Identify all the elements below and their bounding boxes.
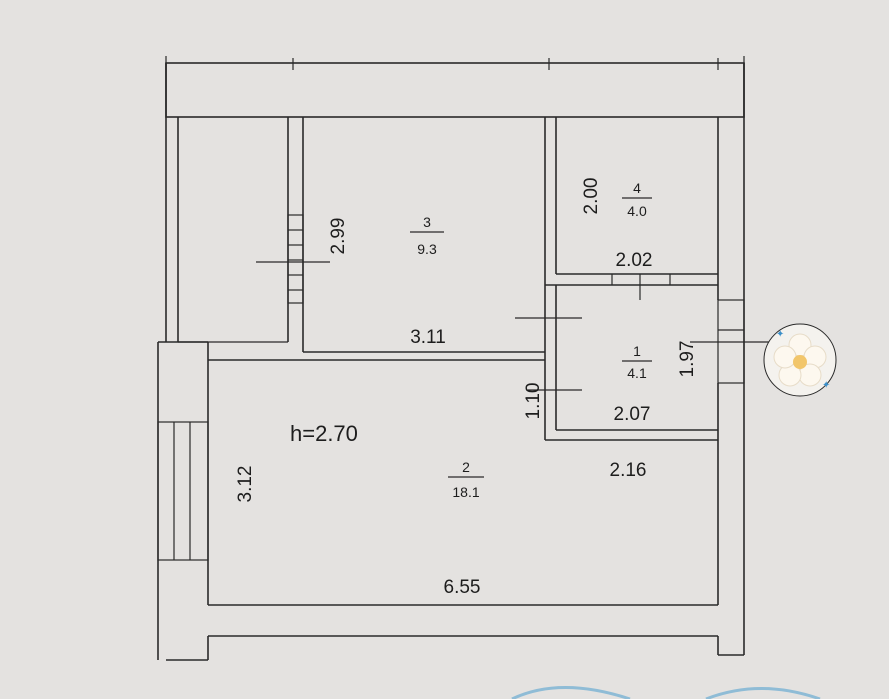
room-2-right-dim: 2.16 <box>610 460 647 481</box>
room-3-area: 9.3 <box>417 241 437 257</box>
blue-swirl-icon <box>511 686 821 699</box>
room-1-label: 1 4.1 <box>622 343 652 381</box>
room-2-number: 2 <box>462 459 470 475</box>
room-2-label: 2 18.1 <box>448 459 484 500</box>
room-2-height-dim: 3.12 <box>235 466 256 503</box>
svg-text:✦: ✦ <box>776 329 784 340</box>
outer-walls <box>157 56 745 661</box>
balcony-partition <box>178 117 330 352</box>
interior-walls <box>208 117 770 441</box>
flower-sticker-icon: ✦ ✦ <box>763 323 837 397</box>
room-3-height-dim: 2.99 <box>328 218 349 255</box>
room-2-area: 18.1 <box>452 484 479 500</box>
door-width-dim: 1.10 <box>523 383 544 420</box>
room-3-number: 3 <box>423 214 431 230</box>
room-3-width-dim: 3.11 <box>410 327 446 348</box>
room-1-area: 4.1 <box>627 365 647 381</box>
room-3-label: 3 9.3 <box>410 214 444 257</box>
room-2-width-dim: 6.55 <box>444 577 481 598</box>
room-1-width-dim: 2.07 <box>614 404 651 425</box>
room-1-height-dim: 1.97 <box>677 341 698 378</box>
ceiling-height-label: h=2.70 <box>290 421 358 446</box>
svg-text:✦: ✦ <box>822 380 830 391</box>
room-4-width-dim: 2.02 <box>616 250 653 271</box>
room-4-label: 4 4.0 <box>622 180 652 219</box>
room-4-area: 4.0 <box>627 203 647 219</box>
room-4-height-dim: 2.00 <box>581 178 602 215</box>
room-4-number: 4 <box>633 180 641 196</box>
room-1-number: 1 <box>633 343 641 359</box>
